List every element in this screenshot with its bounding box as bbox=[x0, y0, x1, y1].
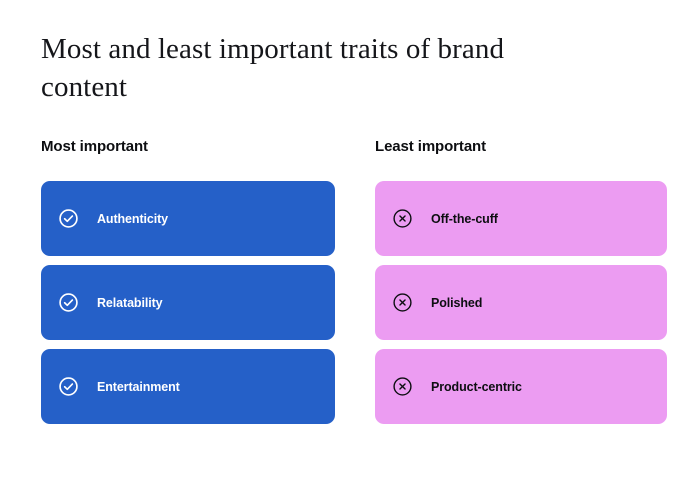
x-circle-icon bbox=[392, 376, 413, 397]
trait-label: Entertainment bbox=[97, 379, 180, 394]
trait-label: Authenticity bbox=[97, 211, 169, 226]
trait-label: Off-the-cuff bbox=[431, 211, 498, 226]
trait-card-off-the-cuff[interactable]: Off-the-cuff bbox=[375, 181, 667, 256]
trait-label: Product-centric bbox=[431, 379, 522, 394]
column-header-least-important: Least important bbox=[375, 138, 487, 155]
x-circle-icon bbox=[392, 208, 413, 229]
column-header-most-important: Most important bbox=[41, 138, 148, 155]
check-circle-icon bbox=[58, 376, 79, 397]
trait-label: Relatability bbox=[97, 295, 163, 310]
trait-card-product-centric[interactable]: Product-centric bbox=[375, 349, 667, 424]
columns-container: Most important Authenticity R bbox=[0, 138, 700, 424]
column-least-important: Least important Off-the-cuff bbox=[375, 138, 667, 424]
trait-card-polished[interactable]: Polished bbox=[375, 265, 667, 340]
check-circle-icon bbox=[58, 208, 79, 229]
check-circle-icon bbox=[58, 292, 79, 313]
trait-card-relatability[interactable]: Relatability bbox=[41, 265, 335, 340]
trait-card-entertainment[interactable]: Entertainment bbox=[41, 349, 335, 424]
page-title: Most and least important traits of brand… bbox=[41, 33, 505, 103]
trait-card-authenticity[interactable]: Authenticity bbox=[41, 181, 335, 256]
trait-label: Polished bbox=[431, 295, 483, 310]
column-most-important: Most important Authenticity R bbox=[41, 138, 335, 424]
x-circle-icon bbox=[392, 292, 413, 313]
